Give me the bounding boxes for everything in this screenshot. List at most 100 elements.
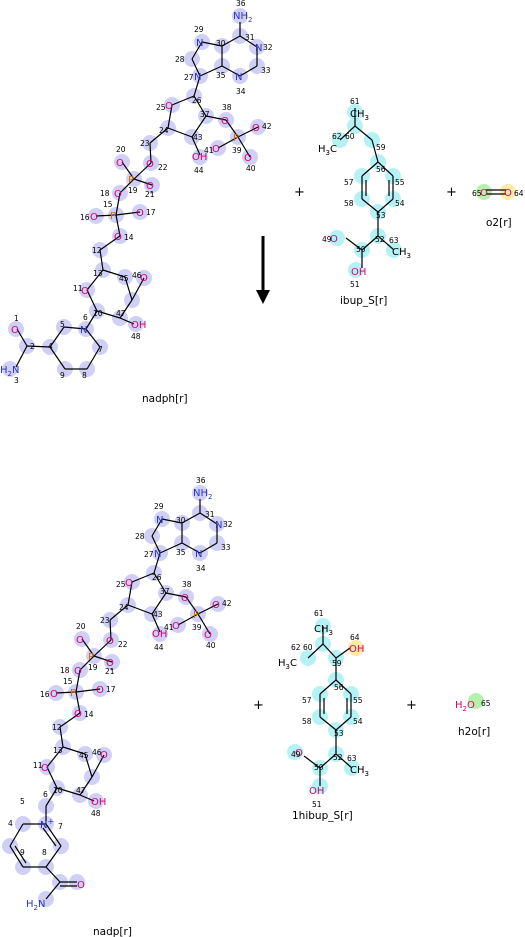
atom-index-18: 18 [60,666,70,675]
o2-atom64-highlight [500,184,516,200]
atom-o14: O [114,232,122,243]
atom-index-34: 34 [196,564,206,573]
atom-index-26: 26 [192,96,202,105]
atom-index-40: 40 [246,164,256,173]
atom-index-54: 54 [395,199,405,208]
atom-index-4: 4 [8,819,13,828]
atom-o46: O [140,273,148,284]
atom-index-37: 37 [200,110,210,119]
atom-index-30: 30 [176,516,186,525]
atom-index-39: 39 [192,623,202,632]
atom-o38: O [221,116,229,127]
atom-o14: O [74,709,82,720]
atom-o21: O [146,181,154,192]
atom-index-32: 32 [263,43,273,52]
atom-index-22: 22 [158,163,168,172]
atom-index-43: 43 [153,610,163,619]
atom-index-39: 39 [232,146,242,155]
nadp-atom-indices: 1234567891011121314151617181920212223242… [8,476,233,857]
atom-o17: O [96,685,104,696]
atom-index-61: 61 [314,609,324,618]
atom-index-11: 11 [73,284,83,293]
h2o-atom-highlight [468,693,484,709]
idx-64: 64 [514,189,524,198]
atom-p39: P [233,133,239,144]
atom-index-59: 59 [332,659,342,668]
atom-index-48: 48 [131,332,141,341]
atom-index-62: 62 [291,643,301,652]
hibup-atom-highlight [287,744,303,760]
atom-index-29: 29 [154,502,164,511]
atom-o25: O [125,578,133,589]
atom-index-14: 14 [124,233,134,242]
atom-o41: O [212,144,220,155]
atom-n34: N [195,549,202,560]
atom-n29: N [156,515,163,526]
atom-index-20: 20 [116,145,126,154]
atom-nh2: NH2 [233,11,252,24]
atom-index-60: 60 [303,643,313,652]
atom-p15: P [70,688,76,699]
atom-index-33: 33 [261,66,271,75]
atom-oh51: OH [351,267,366,278]
atom-o16: O [90,212,98,223]
atom-o18: O [114,189,122,200]
atom-oh48: OH [91,797,106,808]
atom-p19: P [128,175,134,186]
atom-index-46: 46 [92,748,102,757]
atom-o41: O [172,621,180,632]
molecule-h2o: H2O 65 [455,699,491,713]
nadph-atom-highlight [192,149,208,165]
molecule-name-h2o: h2o[r] [458,726,490,738]
atom-index-8: 8 [42,848,47,857]
atom-o18: O [74,666,82,677]
atom-index-11: 11 [33,761,43,770]
atom-index-24: 24 [159,126,169,135]
atom-p19: P [88,652,94,663]
atom-index-30: 30 [216,39,226,48]
molecule-name-nadph: nadph[r] [142,393,188,405]
molecule-name-o2: o2[r] [486,217,512,229]
atom-o1: O [77,880,85,891]
atom-n29: N [196,38,203,49]
atom-index-52: 52 [375,235,385,244]
atom-index-10: 10 [93,309,103,318]
atom-h3c-62: H3C [318,144,337,157]
atom-index-27: 27 [144,550,154,559]
atom-index-61: 61 [350,97,360,106]
atom-index-8: 8 [82,371,87,380]
molecule-name-hibup: 1hibup_S[r] [292,810,353,822]
atom-o49: O [330,234,338,245]
atom-oh48: OH [131,320,146,331]
atom-o49: O [295,748,303,759]
atom-n6: N [80,325,87,336]
atom-index-5: 5 [20,797,25,806]
atom-p39: P [193,610,199,621]
atom-index-5: 5 [60,320,65,329]
atom-o38: O [181,593,189,604]
atom-index-3: 3 [14,376,19,385]
atom-n27: N [194,72,201,83]
atom-oh64: OH [349,644,364,655]
atom-index-38: 38 [182,580,192,589]
atom-index-25: 25 [156,103,166,112]
atom-oh44: OH [152,629,167,640]
atom-h3c-62: H3C [278,658,297,671]
atom-index-16: 16 [40,690,50,699]
atom-index-53: 53 [376,211,386,220]
atom-o46: O [100,750,108,761]
atom-index-51: 51 [312,800,322,809]
atom-index-37: 37 [160,587,170,596]
atom-index-42: 42 [262,122,272,131]
atom-index-23: 23 [140,139,150,148]
atom-index-36: 36 [196,476,206,485]
atom-index-43: 43 [193,133,203,142]
idx-65: 65 [481,699,491,708]
atom-index-19: 19 [128,186,138,195]
atom-o42: O [212,600,220,611]
atom-index-19: 19 [88,663,98,672]
nadp-atom-highlight [88,793,104,809]
nadp-atom-highlight [192,485,208,501]
